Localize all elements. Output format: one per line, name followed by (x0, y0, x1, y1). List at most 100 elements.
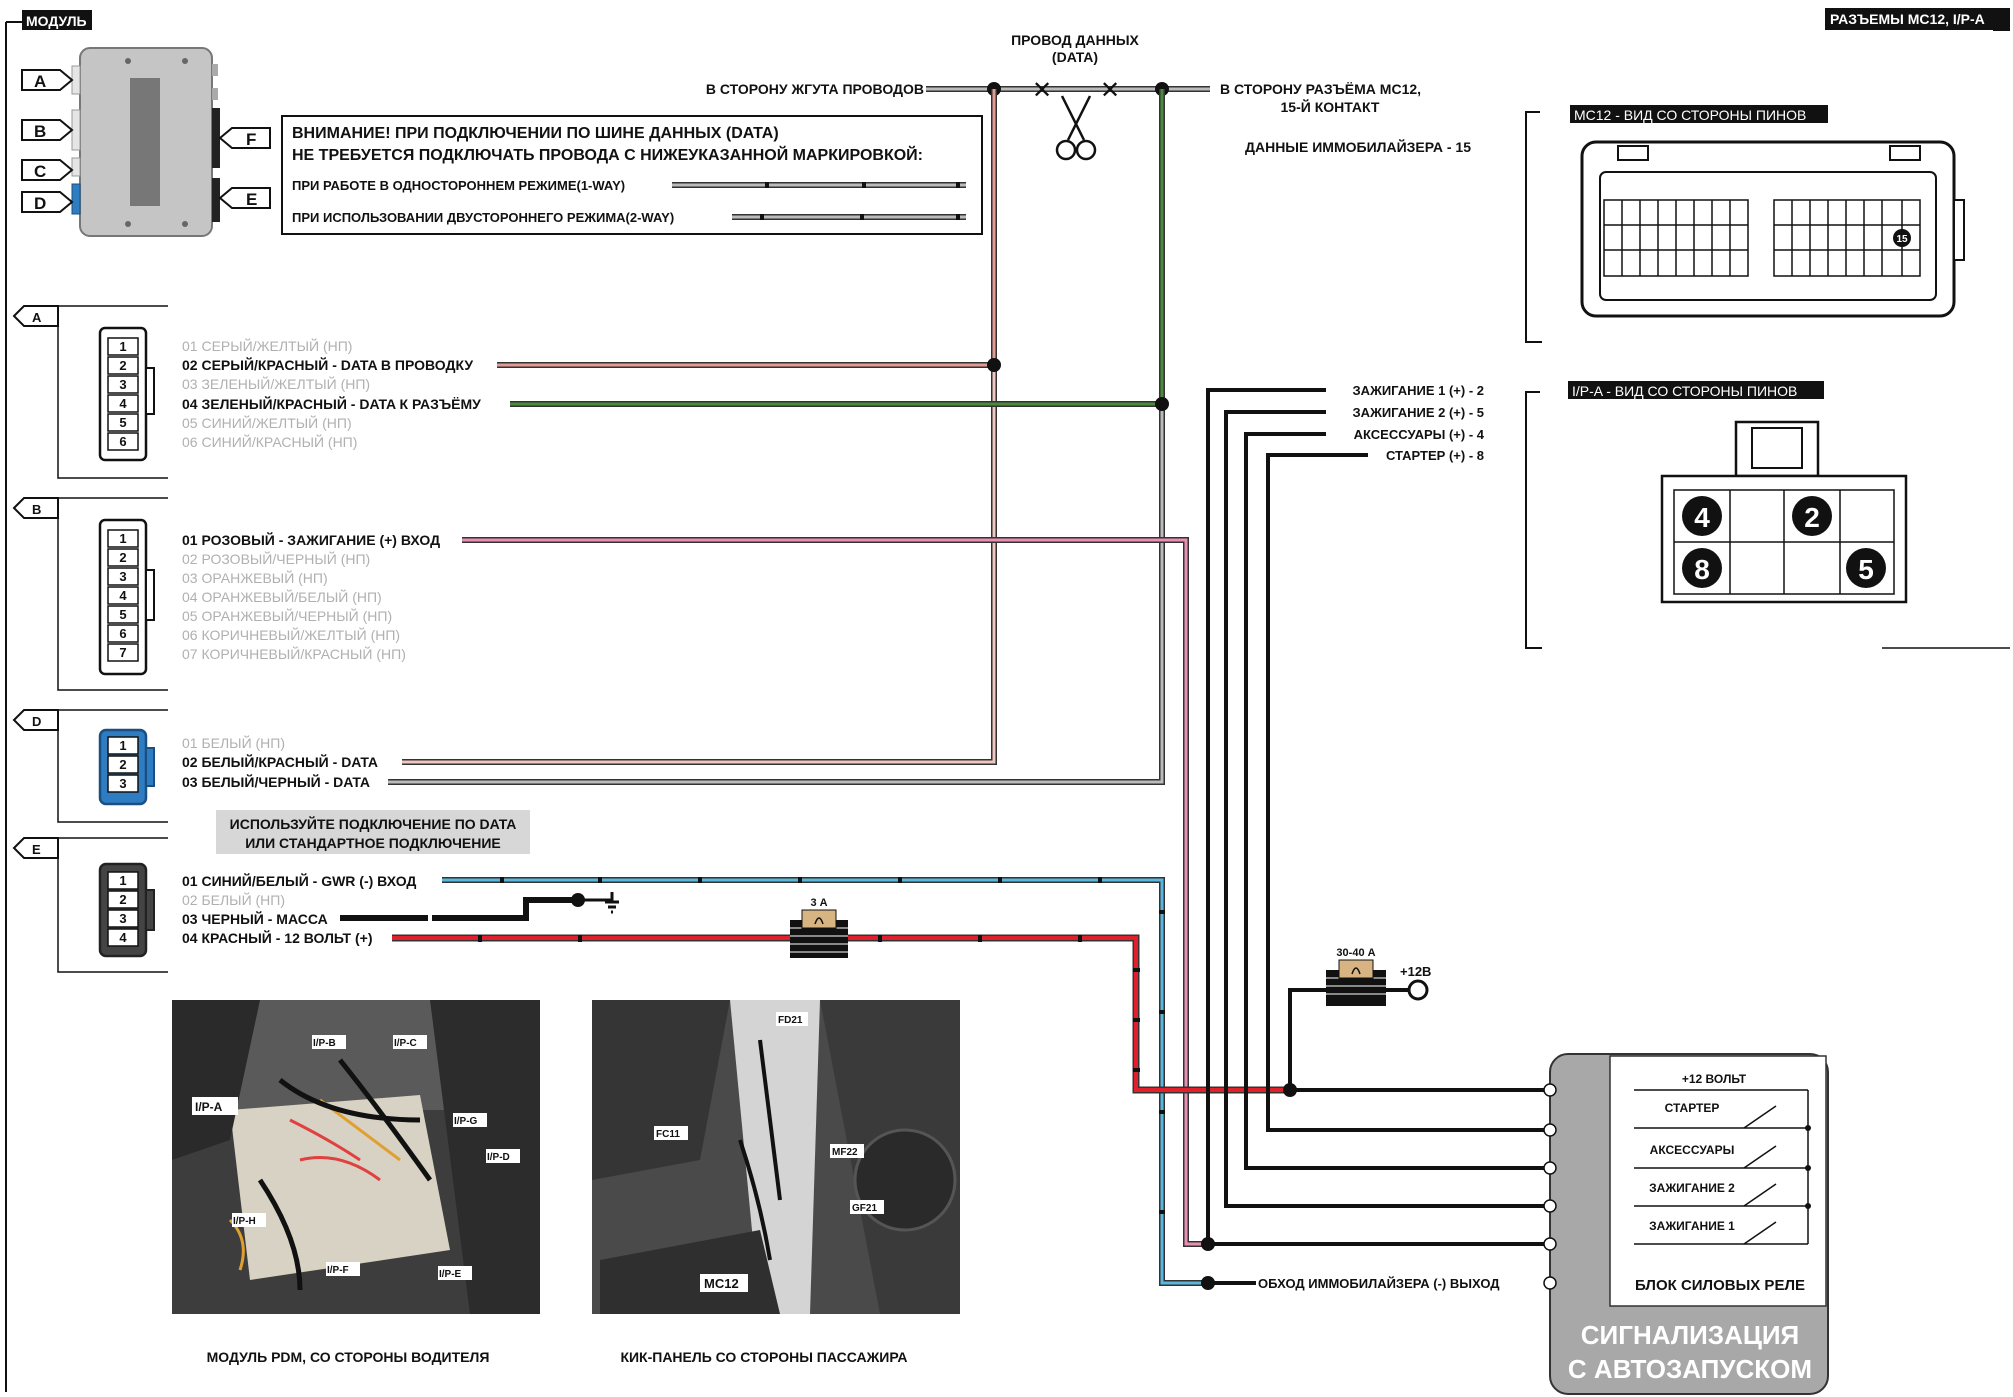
mc12-pin-15: 15 (1896, 234, 1908, 245)
connector-a-label-3: 03 ЗЕЛЕНЫЙ/ЖЕЛТЫЙ (НП) (182, 375, 370, 392)
warning-line-1: ВНИМАНИЕ! ПРИ ПОДКЛЮЧЕНИИ ПО ШИНЕ ДАННЫХ… (292, 125, 779, 142)
connector-d-tag: D (32, 714, 41, 729)
port-d-tag: D (34, 194, 46, 213)
kick-label-fd21: FD21 (778, 1015, 803, 1026)
warning-line-2: НЕ ТРЕБУЕТСЯ ПОДКЛЮЧАТЬ ПРОВОДА С НИЖЕУК… (292, 145, 923, 164)
module-header: МОДУЛЬ (5, 10, 92, 1392)
immobilizer-data-label: ДАННЫЕ ИММОБИЛАЙЗЕРА - 15 (1245, 138, 1471, 155)
ground-wire (340, 892, 619, 921)
ipa-pin-5: 5 (1858, 554, 1874, 585)
power-wire (392, 934, 1290, 1094)
output-label-3: АКСЕССУАРЫ (+) - 4 (1354, 427, 1485, 442)
connector-b-label-5: 05 ОРАНЖЕВЫЙ/ЧЕРНЫЙ (НП) (182, 607, 392, 624)
connector-a: A 1 2 3 4 5 6 01 СЕРЫЙ/ЖЕЛТЫЙ (НП) 02 СЕ… (12, 305, 481, 479)
connector-d-pin-2: 2 (119, 757, 126, 772)
port-b-tag: B (34, 122, 46, 141)
pdm-label-ipc: I/P-C (394, 1038, 417, 1049)
module-tag: МОДУЛЬ (26, 13, 87, 29)
connector-e-pin-2: 2 (119, 892, 126, 907)
ipa-view: I/P-A - ВИД СО СТОРОНЫ ПИНОВ 4 2 8 5 (1525, 381, 2010, 649)
pdm-label-ipg: I/P-G (454, 1116, 478, 1127)
connector-b-label-3: 03 ОРАНЖЕВЫЙ (НП) (182, 569, 328, 586)
connector-a-pin-1: 1 (119, 339, 126, 354)
data-wire-title-2: (DATA) (1052, 49, 1098, 65)
connector-a-pin-6: 6 (119, 434, 126, 449)
mc12-view-title: MC12 - ВИД СО СТОРОНЫ ПИНОВ (1574, 107, 1806, 123)
data-bus-wires (388, 89, 1210, 1286)
connector-a-pin-2: 2 (119, 358, 126, 373)
port-a-tag: A (34, 72, 46, 91)
connector-a-label-5: 05 СИНИЙ/ЖЕЛТЫЙ (НП) (182, 414, 352, 431)
port-c-tag: C (34, 162, 46, 181)
connector-d-label-3: 03 БЕЛЫЙ/ЧЕРНЫЙ - DATA (182, 773, 370, 790)
connectors-tag: РАЗЪЕМЫ MC12, I/P-A (1830, 11, 1985, 27)
usage-note: ИСПОЛЬЗУЙТЕ ПОДКЛЮЧЕНИЕ ПО DATA ИЛИ СТАН… (216, 810, 530, 854)
cut-mark-right: ✕ (1100, 77, 1120, 104)
connector-a-tag: A (32, 310, 42, 325)
connector-e-label-1: 01 СИНИЙ/БЕЛЫЙ - GWR (-) ВХОД (182, 872, 416, 889)
scissors-icon (1055, 95, 1097, 161)
kick-label-gf21: GF21 (852, 1203, 877, 1214)
connector-b-pin-6: 6 (119, 626, 126, 641)
ipa-pin-2: 2 (1804, 502, 1820, 533)
connector-a-pin-4: 4 (119, 396, 127, 411)
connector-a-pin-3: 3 (119, 377, 126, 392)
relay-starter-label: СТАРТЕР (1665, 1101, 1720, 1115)
kick-photo-caption: КИК-ПАНЕЛЬ СО СТОРОНЫ ПАССАЖИРА (620, 1349, 907, 1365)
output-label-1: ЗАЖИГАНИЕ 1 (+) - 2 (1353, 383, 1484, 398)
connector-b-pin-7: 7 (119, 645, 126, 660)
fuse-30-40a-label: 30-40 А (1336, 947, 1375, 959)
connector-a-label-2: 02 СЕРЫЙ/КРАСНЫЙ - DATA В ПРОВОДКУ (182, 356, 473, 373)
relay-plus12-label: +12 ВОЛЬТ (1682, 1072, 1747, 1086)
connectors-header: РАЗЪЕМЫ MC12, I/P-A (1825, 8, 2010, 31)
connector-a-label-1: 01 СЕРЫЙ/ЖЕЛТЫЙ (НП) (182, 337, 352, 354)
connector-b-tag: B (32, 502, 41, 517)
pdm-label-iph: I/P-H (233, 1216, 256, 1227)
ipa-view-title: I/P-A - ВИД СО СТОРОНЫ ПИНОВ (1572, 383, 1797, 399)
pdm-label-ipb: I/P-B (313, 1038, 336, 1049)
connector-b: B 1 2 3 4 5 6 7 01 РОЗОВЫЙ - ЗАЖИГАНИЕ (… (12, 497, 440, 691)
connector-a-label-4: 04 ЗЕЛЕНЫЙ/КРАСНЫЙ - DATA К РАЗЪЁМУ (182, 395, 481, 412)
usage-note-line-1: ИСПОЛЬЗУЙТЕ ПОДКЛЮЧЕНИЕ ПО DATA (230, 815, 517, 832)
alarm-title-2: С АВТОЗАПУСКОМ (1568, 1354, 1812, 1384)
photo-pdm-module: I/P-A I/P-B I/P-C I/P-G I/P-D I/P-H I/P-… (172, 1000, 540, 1365)
pdm-label-ipe: I/P-E (439, 1269, 462, 1280)
connector-e-label-4: 04 КРАСНЫЙ - 12 ВОЛЬТ (+) (182, 929, 372, 946)
output-label-4: СТАРТЕР (+) - 8 (1386, 448, 1484, 463)
connector-b-pin-3: 3 (119, 569, 126, 584)
connector-e-pin-1: 1 (119, 873, 126, 888)
usage-note-line-2: ИЛИ СТАНДАРТНОЕ ПОДКЛЮЧЕНИЕ (245, 835, 501, 851)
connector-b-label-6: 06 КОРИЧНЕВЫЙ/ЖЕЛТЫЙ (НП) (182, 626, 400, 643)
warning-mode-1: ПРИ РАБОТЕ В ОДНОСТОРОННЕМ РЕЖИМЕ(1-WAY) (292, 178, 625, 193)
mc12-view: MC12 - ВИД СО СТОРОНЫ ПИНОВ 15 (1525, 105, 1965, 343)
pdm-label-ipa: I/P-A (195, 1100, 223, 1114)
pdm-photo-caption: МОДУЛЬ PDM, СО СТОРОНЫ ВОДИТЕЛЯ (207, 1349, 490, 1365)
connector-b-pin-2: 2 (119, 550, 126, 565)
relay-block: +12 ВОЛЬТ СТАРТЕР АКСЕССУАРЫ ЗАЖИГАНИЕ 2… (1543, 1053, 1829, 1395)
connector-b-pin-5: 5 (119, 607, 126, 622)
kick-label-mc12: MC12 (704, 1276, 739, 1291)
connector-e-pin-4: 4 (119, 930, 127, 945)
connector-e: E 1 2 3 4 01 СИНИЙ/БЕЛЫЙ - GWR (-) ВХОД … (12, 837, 416, 973)
warning-box: ВНИМАНИЕ! ПРИ ПОДКЛЮЧЕНИИ ПО ШИНЕ ДАННЫХ… (281, 115, 983, 235)
connector-a-pin-5: 5 (119, 415, 126, 430)
bypass-output-label: ОБХОД ИММОБИЛАЙЗЕРА (-) ВЫХОД (1258, 1276, 1500, 1291)
mc12-pin-15-marker (1893, 229, 1911, 247)
fuse-30-40a: 30-40 А +12В (1326, 947, 1431, 1006)
output-wires (1206, 388, 1550, 1285)
data-wire-title-1: ПРОВОД ДАННЫХ (1011, 32, 1139, 48)
module-port-tags: A B C D F E (21, 69, 271, 213)
connector-d: D 1 2 3 01 БЕЛЫЙ (НП) 02 БЕЛЫЙ/КРАСНЫЙ -… (12, 709, 378, 823)
relay-ign2-label: ЗАЖИГАНИЕ 2 (1649, 1181, 1735, 1195)
connector-e-pin-3: 3 (119, 911, 126, 926)
connector-b-label-4: 04 ОРАНЖЕВЫЙ/БЕЛЫЙ (НП) (182, 588, 382, 605)
module-unit (71, 47, 220, 237)
ipa-pin-4: 4 (1694, 502, 1710, 533)
mc12-direction-label-2: 15-Й КОНТАКТ (1281, 98, 1380, 115)
connector-b-label-2: 02 РОЗОВЫЙ/ЧЕРНЫЙ (НП) (182, 550, 370, 567)
connector-b-pin-1: 1 (119, 531, 126, 546)
kick-label-fc11: FC11 (656, 1129, 680, 1140)
connector-e-tag: E (32, 842, 41, 857)
connector-d-label-1: 01 БЕЛЫЙ (НП) (182, 734, 285, 751)
harness-direction-label: В СТОРОНУ ЖГУТА ПРОВОДОВ (706, 81, 924, 97)
